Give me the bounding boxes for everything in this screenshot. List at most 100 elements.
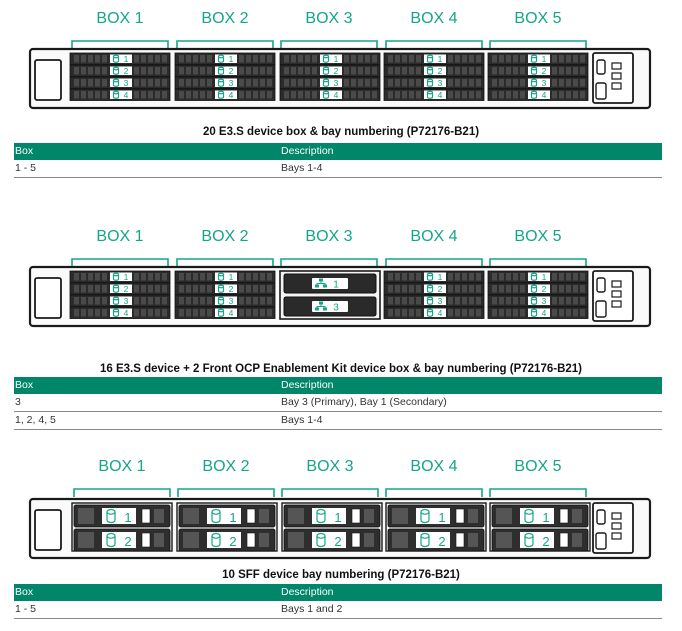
vent-slot [552, 285, 557, 293]
vent-slot [448, 91, 453, 99]
bay-number: 1 [542, 510, 549, 525]
drive-icon [420, 508, 430, 524]
vent-slot [81, 67, 86, 75]
vent-slot [74, 285, 79, 293]
vent-slot [395, 91, 400, 99]
vent-slot [358, 67, 363, 75]
vent-slot [193, 91, 198, 99]
drive-led [351, 532, 361, 548]
bay-number: 3 [124, 296, 129, 306]
vent-slot [155, 297, 160, 305]
vent-slot [469, 285, 474, 293]
vent-slot [416, 273, 421, 281]
box-brackets: BOX 1 BOX 2 BOX 3 BOX 4 BOX 5 [73, 458, 587, 497]
box-4: BOX 4 [385, 10, 483, 49]
vent-slot [566, 55, 571, 63]
bay-label-plate [424, 66, 446, 75]
vent-slot [134, 273, 139, 281]
vent-slot [455, 297, 460, 305]
drive-led [351, 508, 361, 524]
vent-slot [409, 309, 414, 317]
drive-handle [154, 509, 164, 523]
vent-slot [81, 285, 86, 293]
left-ear-handle [34, 59, 62, 101]
drive-led [246, 532, 256, 548]
drive-box: 12 [489, 502, 591, 552]
drive-icon [524, 508, 534, 524]
vent-slot [134, 309, 139, 317]
diagram-section-3: BOX 1 BOX 2 BOX 3 BOX 4 BOX 5 [0, 450, 682, 631]
column-header-description: Description [280, 377, 662, 394]
vent-slot [566, 273, 571, 281]
vent-slot [513, 273, 518, 281]
vent-slot [388, 67, 393, 75]
drive-led [246, 508, 256, 524]
drive-icon [530, 78, 538, 87]
bay-label-plate [215, 284, 237, 293]
bay-label-plate [110, 66, 132, 75]
bay-label-plate [110, 284, 132, 293]
box-label: BOX 3 [306, 458, 353, 475]
table-row: 1, 2, 4, 5 Bays 1-4 [14, 411, 662, 430]
vent-slot [358, 55, 363, 63]
vent-slot [291, 79, 296, 87]
bay-label-plate [320, 78, 342, 87]
bay-number: 4 [438, 308, 443, 318]
drive-led [141, 508, 151, 524]
drive-icon [322, 54, 330, 63]
cell-description: Bays 1-4 [280, 411, 662, 430]
vent-slot [179, 55, 184, 63]
vent-slot [162, 309, 167, 317]
bay-number: 1 [229, 272, 234, 282]
vent-slot [246, 55, 251, 63]
vent-slot [573, 55, 578, 63]
drive-latch [496, 508, 512, 524]
vent-slot [186, 309, 191, 317]
vent-slot [95, 55, 100, 63]
usb-port-icon [596, 277, 606, 293]
vent-slot [74, 55, 79, 63]
vent-slot [552, 79, 557, 87]
bay-number: 4 [438, 90, 443, 100]
vent-slot [395, 297, 400, 305]
vent-slot [312, 55, 317, 63]
vent-slot [372, 91, 377, 99]
vent-slot [253, 91, 258, 99]
drive-box: 12 [176, 502, 278, 552]
vent-slot [260, 79, 265, 87]
vent-slot [148, 55, 153, 63]
vent-slot [141, 285, 146, 293]
vent-slot [179, 309, 184, 317]
vent-slot [186, 285, 191, 293]
drive-box: 13 [279, 270, 381, 320]
vent-slot [305, 67, 310, 75]
box-2: BOX 2 [176, 228, 274, 267]
vent-slot [207, 67, 212, 75]
bay-number: 3 [229, 78, 234, 88]
bay-label-plate [215, 78, 237, 87]
drive-icon [322, 90, 330, 99]
vent-slot [499, 309, 504, 317]
drive-latch [78, 508, 94, 524]
vent-slot [155, 309, 160, 317]
vent-slot [476, 79, 481, 87]
vent-slot [260, 297, 265, 305]
ocp-bay-number: 3 [333, 303, 339, 314]
vent-slot [95, 79, 100, 87]
status-led-icon [611, 280, 622, 288]
vent-slot [88, 79, 93, 87]
vent-slot [409, 55, 414, 63]
vent-slot [462, 285, 467, 293]
vent-slot [200, 273, 205, 281]
vent-slot [267, 309, 272, 317]
vent-slot [395, 79, 400, 87]
diagram-section-1: BOX 1 BOX 2 BOX 3 BOX 4 BOX 5 [0, 0, 682, 180]
vent-slot [469, 309, 474, 317]
vent-slot [102, 67, 107, 75]
vent-slot [351, 91, 356, 99]
vent-slot [580, 55, 585, 63]
vent-slot [513, 285, 518, 293]
vent-slot [372, 79, 377, 87]
bay-label-plate [215, 296, 237, 305]
